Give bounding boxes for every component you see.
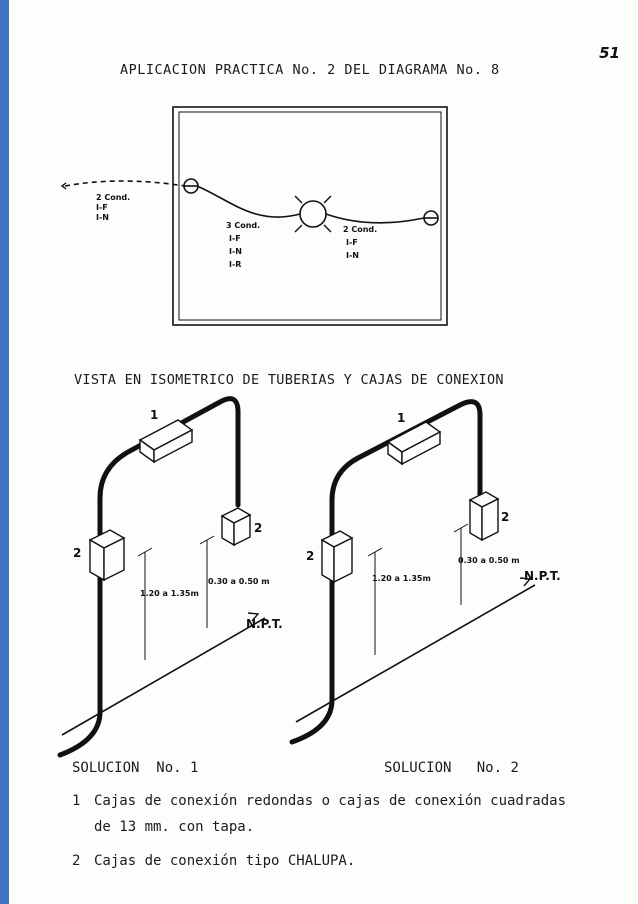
plan-labels: 2 Cond. I-F I-N 3 Cond. I-F I-N I-R 2 Co… [96, 193, 377, 269]
conduit-path-1 [57, 396, 241, 758]
iso1-box-right-label: 2 [254, 521, 262, 535]
iso1-box-left-label: 2 [73, 546, 81, 560]
page-edge-stripe [0, 0, 9, 904]
conduit-switch-lamp [196, 185, 301, 218]
room-inner-outline [178, 111, 442, 321]
junction-box-left-1 [88, 529, 126, 582]
iso2-box-left-label: 2 [306, 549, 314, 563]
iso-view-1 [57, 396, 266, 758]
mid-neutral-label: I-N [229, 247, 242, 256]
floor-line-1 [61, 617, 266, 736]
junction-box-top-1 [138, 419, 194, 464]
iso2-box-right-label: 2 [501, 510, 509, 524]
mid-return-label: I-R [229, 260, 241, 269]
iso1-npt-label: N.P.T. [246, 617, 283, 631]
junction-box-top-2 [386, 421, 442, 466]
lamp-symbol [294, 195, 332, 233]
solution-2-label: SOLUCION [384, 760, 452, 776]
conduit-lamp-switch [325, 213, 425, 224]
iso1-dim-b-label: 0.30 a 0.50 m [208, 577, 270, 586]
iso-labels-1: 1 2 2 1.20 a 1.35m 0.30 a 0.50 m N.P.T. [73, 408, 283, 631]
right-cond-label: 2 Cond. [343, 225, 377, 234]
mid-phase-label: I-F [229, 234, 241, 243]
junction-box-right-1 [220, 507, 252, 547]
mid-cond-label: 3 Cond. [226, 221, 260, 230]
note-1-line-2: de 13 mm. con tapa. [94, 819, 255, 835]
note-1-line-1: 1 Cajas de conexión redondas o cajas de c… [72, 793, 566, 809]
solution-2-caption: SOLUCION No. 2 [384, 760, 519, 776]
feed-conduit [64, 180, 186, 187]
junction-box-right-2 [468, 491, 500, 542]
iso1-box-top-label: 1 [150, 408, 158, 422]
page-number: 51 [599, 44, 620, 62]
note-1-text: Cajas de conexión redondas o cajas de co… [94, 793, 567, 809]
iso2-box-top-label: 1 [397, 411, 405, 425]
note-2-line: 2 Cajas de conexión tipo CHALUPA. [72, 853, 355, 869]
room-outline [172, 106, 448, 326]
note-2-text: Cajas de conexión tipo CHALUPA. [94, 853, 356, 869]
solution-1-label: SOLUCION [72, 760, 140, 776]
junction-box-left-2 [320, 530, 354, 584]
feed-neutral-label: I-N [96, 213, 109, 222]
solution-1-caption: SOLUCION No. 1 [72, 760, 198, 776]
solution-1-number: No. 1 [156, 760, 199, 776]
iso-title: VISTA EN ISOMETRICO DE TUBERIAS Y CAJAS … [74, 372, 504, 388]
iso-labels-2: 1 2 2 1.20 a 1.35m 0.30 a 0.50 m N.P.T. [306, 411, 561, 583]
feed-phase-label: I-F [96, 203, 108, 212]
note-2-number: 2 [72, 853, 81, 869]
iso1-dim-a-label: 1.20 a 1.35m [140, 589, 199, 598]
iso2-dim-b-label: 0.30 a 0.50 m [458, 556, 520, 565]
conduit-path-2 [289, 399, 483, 745]
right-phase-label: I-F [346, 238, 358, 247]
right-neutral-label: I-N [346, 251, 359, 260]
iso2-dim-a-label: 1.20 a 1.35m [372, 574, 431, 583]
floor-line-2 [295, 584, 536, 723]
feed-cond-label: 2 Cond. [96, 193, 130, 202]
iso2-npt-label: N.P.T. [524, 569, 561, 583]
solution-2-number: No. 2 [476, 760, 519, 776]
note-1-number: 1 [72, 793, 81, 809]
plan-view [60, 106, 448, 326]
page-title: APLICACION PRACTICA No. 2 DEL DIAGRAMA N… [120, 62, 500, 78]
iso-view-2 [289, 399, 536, 745]
